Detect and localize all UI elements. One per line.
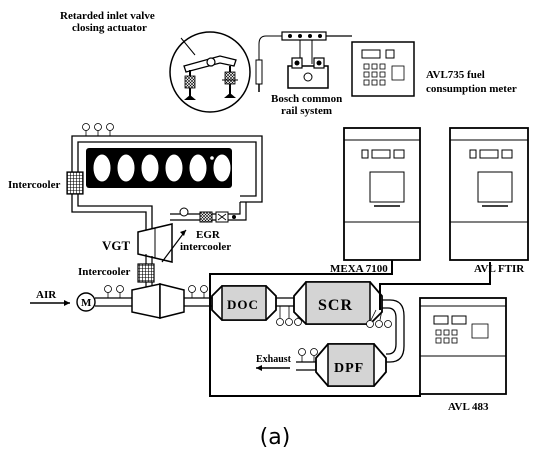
motor-icon <box>76 292 96 312</box>
valve-spring-right <box>224 71 236 85</box>
engine-sensors <box>82 123 114 136</box>
sensor-icon <box>82 123 90 131</box>
cylinder-2 <box>116 153 136 183</box>
sampling-line-ftir <box>379 262 491 310</box>
mexa-screen <box>369 171 405 203</box>
scr-label: SCR <box>318 297 353 314</box>
valve-head-left <box>184 95 196 100</box>
compressor-housing <box>131 283 161 319</box>
sensor-icon <box>94 123 102 131</box>
sensor-icon <box>276 318 284 326</box>
fuel-meter-label-line1: AVL735 fuel <box>426 69 485 81</box>
intercooler-lower-core <box>137 263 155 283</box>
dpf-label: DPF <box>334 361 364 376</box>
injector-icon <box>255 59 263 85</box>
mexa-label: MEXA 7100 <box>330 263 388 275</box>
dpf-body <box>327 343 375 387</box>
doc-label: DOC <box>227 297 259 312</box>
scr-dpf-pipe <box>366 299 405 363</box>
intercooler-lower-label: Intercooler <box>78 266 130 278</box>
common-rail-label-line1: Bosch common <box>271 93 342 105</box>
cylinder-5 <box>188 153 208 183</box>
ftir-analyzer <box>449 127 529 261</box>
turbocharger <box>131 283 185 319</box>
figure-caption: (a) <box>259 425 291 450</box>
valve-head-right <box>224 93 236 98</box>
egr-line <box>170 202 247 223</box>
avl483-analyzer <box>419 297 507 395</box>
sensor-icon <box>285 318 293 326</box>
common-rail-pump <box>287 57 329 89</box>
intercooler-top <box>66 171 84 195</box>
engine-manifold-loop <box>71 135 263 232</box>
avl-483-label: AVL 483 <box>448 401 489 413</box>
vgt-actuator-arrow <box>161 229 187 263</box>
air-label: AIR <box>36 289 57 301</box>
vgt-turbine <box>137 223 187 268</box>
avl735-meter <box>351 41 415 97</box>
avl-ftir-label: AVL FTIR <box>474 263 525 275</box>
sensor-icon <box>375 320 383 328</box>
doc-body <box>221 285 267 321</box>
ftir-screen <box>477 171 513 203</box>
sensor-icon <box>384 320 392 328</box>
sensor-icon <box>188 285 196 293</box>
sensor-icon <box>294 318 302 326</box>
cylinder-3 <box>140 153 160 183</box>
mexa-analyzer <box>343 127 421 261</box>
egr-label-line2: intercooler <box>180 241 231 253</box>
sensor-icon <box>200 285 208 293</box>
egr-cooler-core <box>199 211 213 223</box>
scr-unit <box>293 281 383 325</box>
cylinder-1 <box>92 153 112 183</box>
fuel-meter-label-line2: consumption meter <box>426 83 517 95</box>
engine-block <box>86 148 232 188</box>
sensor-icon <box>106 123 114 131</box>
cylinder-4 <box>164 153 184 183</box>
actuator-circle <box>169 31 251 113</box>
rocker-pivot-icon <box>206 57 216 67</box>
sampling-line-mexa <box>209 258 393 306</box>
valve-actuator-detail <box>169 31 251 113</box>
avl483-housing <box>419 297 507 395</box>
avl483-keypad <box>435 323 489 344</box>
actuator-pointer <box>180 37 196 56</box>
dpf-unit <box>315 343 387 387</box>
common-rail-label-line2: rail system <box>281 105 332 117</box>
sensor-icon <box>116 285 124 293</box>
avl735-display <box>361 49 381 59</box>
air-intake <box>30 285 132 312</box>
sensor-icon <box>298 348 306 356</box>
scr-body <box>305 281 371 325</box>
sensor-icon <box>310 348 318 356</box>
vgt-label: VGT <box>102 238 131 253</box>
cylinder-6 <box>212 153 232 183</box>
sensor-icon <box>366 320 374 328</box>
egr-valve-icon <box>179 207 189 217</box>
turbine-housing <box>159 283 185 319</box>
exhaust-label: Exhaust <box>256 354 292 365</box>
doc-unit <box>211 285 277 321</box>
exhaust-pipe <box>184 285 224 307</box>
motor-label: M <box>81 297 92 309</box>
exhaust-outlet <box>256 348 318 371</box>
intercooler-top-label: Intercooler <box>8 179 60 191</box>
valve-spring-left <box>184 75 196 89</box>
avl735-keypad <box>363 63 405 86</box>
egr-label-line1: EGR <box>196 229 221 241</box>
actuator-label-line1: Retarded inlet valve <box>60 10 155 22</box>
actuator-label-line2: closing actuator <box>72 22 147 34</box>
sensor-icon <box>104 285 112 293</box>
intercooler-top-core <box>66 171 84 195</box>
